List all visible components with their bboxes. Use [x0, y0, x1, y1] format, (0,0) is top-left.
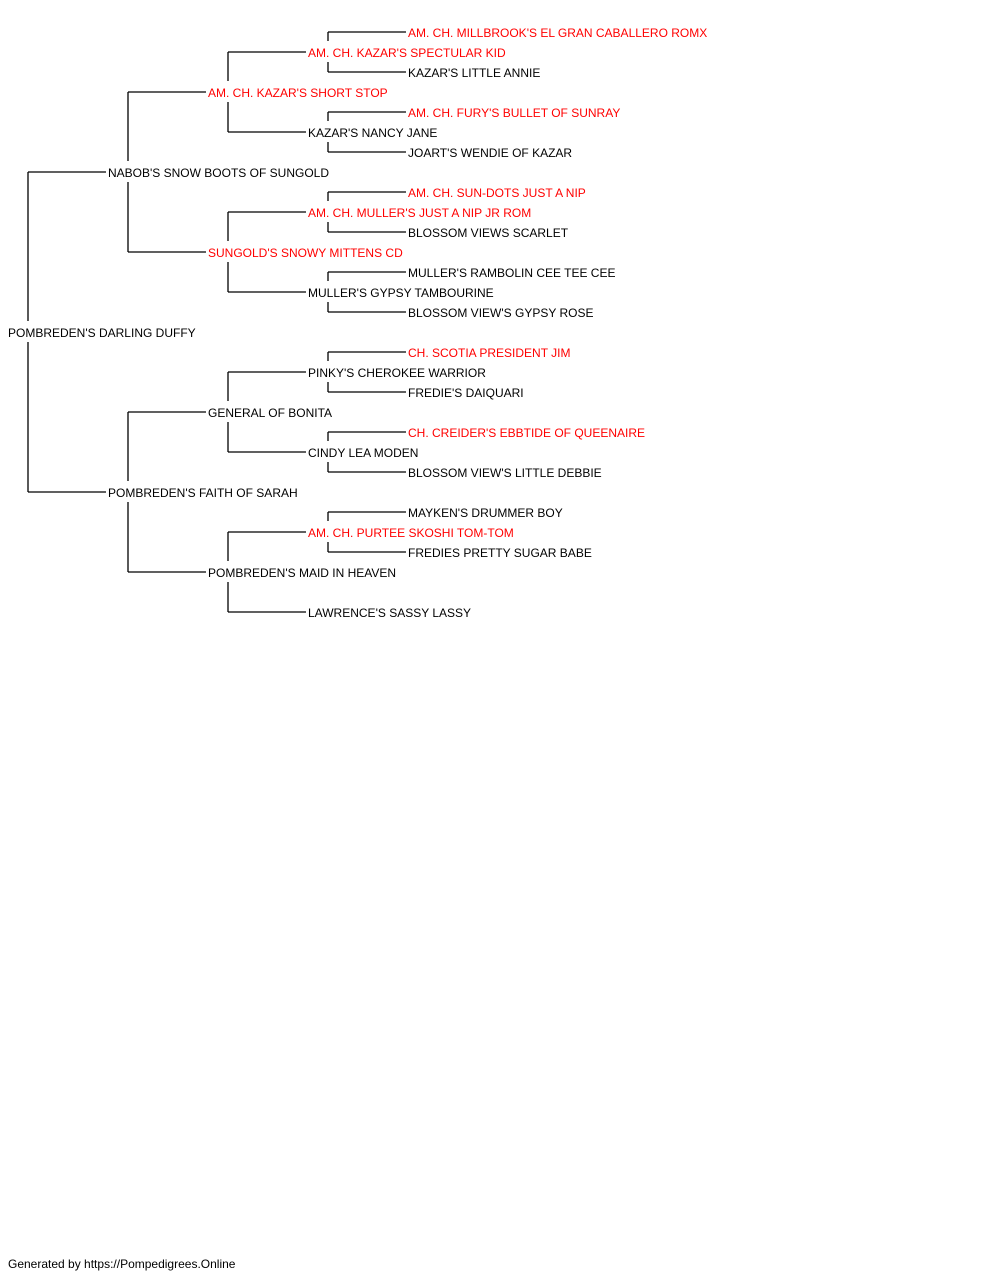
ancestor-name: FREDIES PRETTY SUGAR BABE: [408, 546, 592, 560]
ancestor-name: MAYKEN'S DRUMMER BOY: [408, 506, 563, 520]
ancestor-name: CH. CREIDER'S EBBTIDE OF QUEENAIRE: [408, 426, 645, 440]
ancestor-name: SUNGOLD'S SNOWY MITTENS CD: [208, 246, 403, 260]
ancestor-name: AM. CH. SUN-DOTS JUST A NIP: [408, 186, 586, 200]
ancestor-name: AM. CH. FURY'S BULLET OF SUNRAY: [408, 106, 620, 120]
ancestor-name: NABOB'S SNOW BOOTS OF SUNGOLD: [108, 166, 329, 180]
ancestor-name: KAZAR'S NANCY JANE: [308, 126, 437, 140]
ancestor-name: AM. CH. KAZAR'S SPECTULAR KID: [308, 46, 506, 60]
ancestor-name: AM. CH. KAZAR'S SHORT STOP: [208, 86, 388, 100]
subject-dog-name: POMBREDEN'S DARLING DUFFY: [8, 326, 196, 340]
pedigree-tree: POMBREDEN'S DARLING DUFFY NABOB'S SNOW BO…: [8, 26, 707, 620]
ancestor-name: CINDY LEA MODEN: [308, 446, 418, 460]
ancestor-name: AM. CH. MILLBROOK'S EL GRAN CABALLERO RO…: [408, 26, 707, 40]
ancestor-name: JOART'S WENDIE OF KAZAR: [408, 146, 572, 160]
ancestor-name: BLOSSOM VIEWS SCARLET: [408, 226, 569, 240]
ancestor-name: BLOSSOM VIEW'S LITTLE DEBBIE: [408, 466, 602, 480]
ancestor-name: AM. CH. MULLER'S JUST A NIP JR ROM: [308, 206, 531, 220]
ancestor-name: POMBREDEN'S MAID IN HEAVEN: [208, 566, 396, 580]
ancestor-name: GENERAL OF BONITA: [208, 406, 332, 420]
ancestor-name: KAZAR'S LITTLE ANNIE: [408, 66, 540, 80]
ancestor-name: PINKY'S CHEROKEE WARRIOR: [308, 366, 486, 380]
ancestor-name: BLOSSOM VIEW'S GYPSY ROSE: [408, 306, 593, 320]
ancestor-name: FREDIE'S DAIQUARI: [408, 386, 524, 400]
ancestor-name: LAWRENCE'S SASSY LASSY: [308, 606, 471, 620]
ancestor-name: MULLER'S RAMBOLIN CEE TEE CEE: [408, 266, 615, 280]
ancestor-name: AM. CH. PURTEE SKOSHI TOM-TOM: [308, 526, 514, 540]
ancestor-name: POMBREDEN'S FAITH OF SARAH: [108, 486, 298, 500]
footer-credit: Generated by https://Pompedigrees.Online: [8, 1257, 236, 1271]
ancestor-name: MULLER'S GYPSY TAMBOURINE: [308, 286, 494, 300]
ancestor-name: CH. SCOTIA PRESIDENT JIM: [408, 346, 570, 360]
